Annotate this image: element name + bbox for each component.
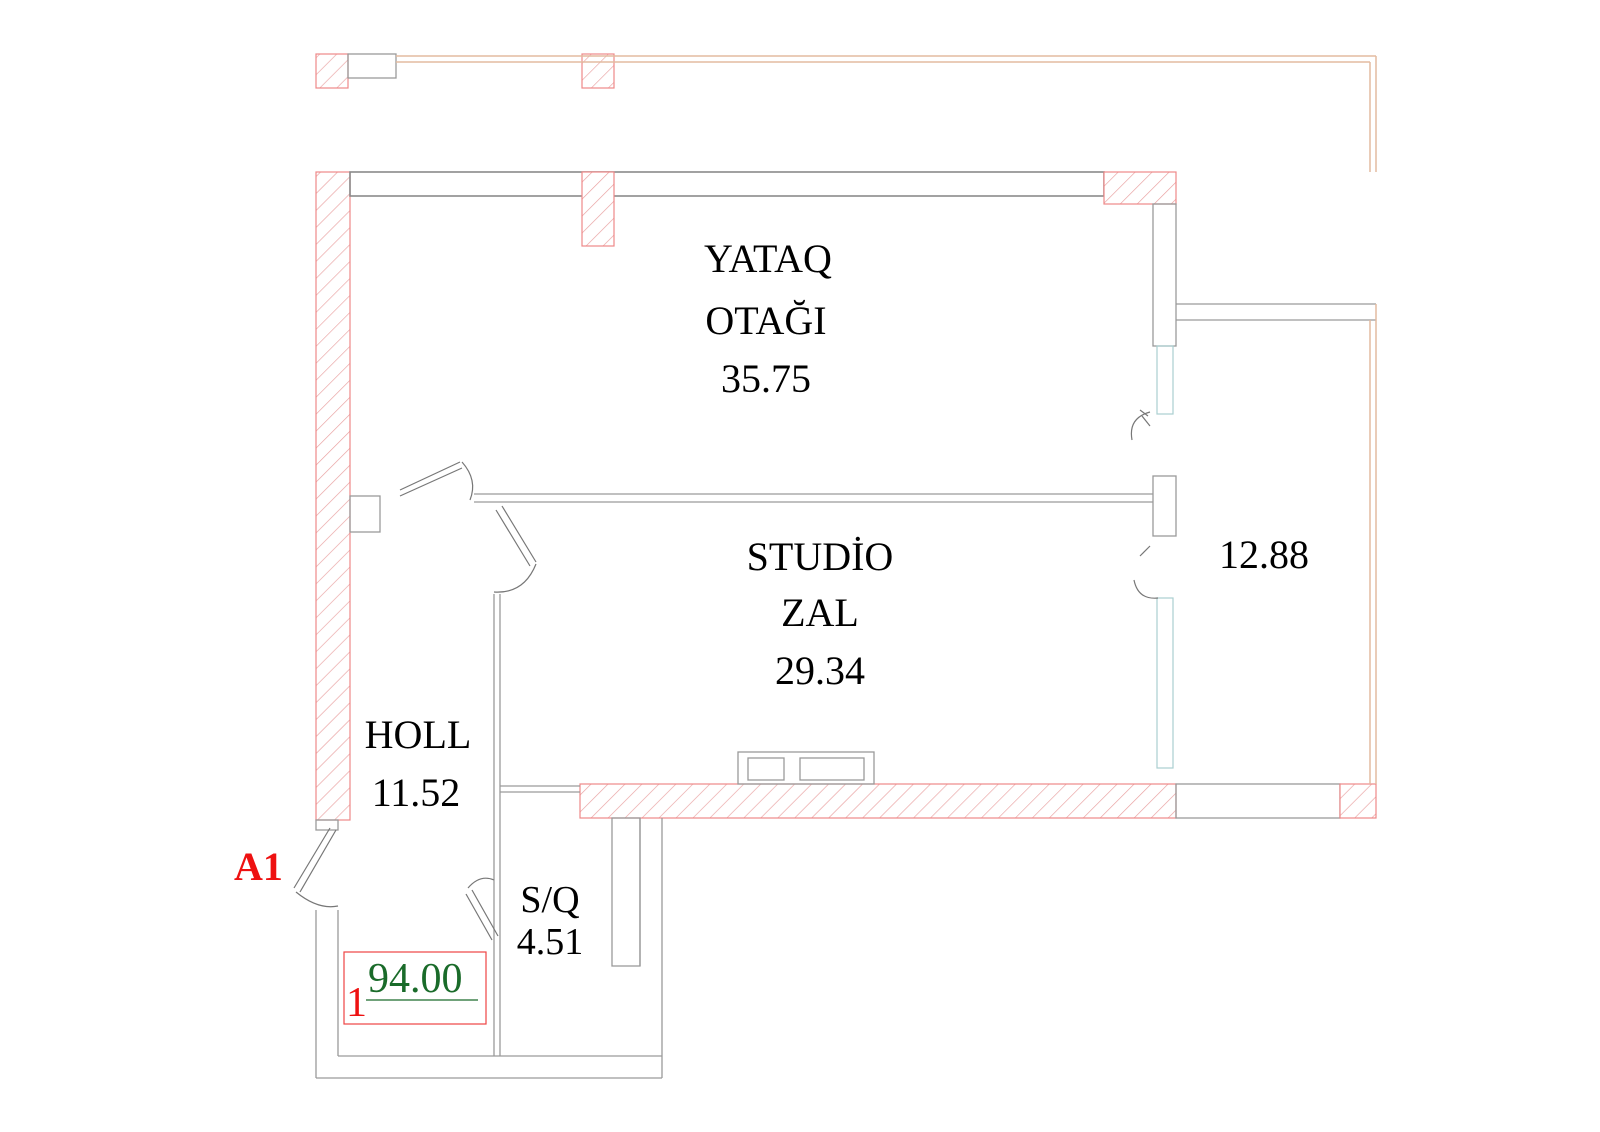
total-area-value: 94.00 <box>368 956 463 1002</box>
room-label-hall: HOLL 11.52 <box>365 712 472 815</box>
svg-text:HOLL: HOLL <box>365 712 472 757</box>
svg-text:S/Q: S/Q <box>520 879 579 921</box>
total-area-box: 1 94.00 <box>343 951 487 1026</box>
svg-text:35.75: 35.75 <box>721 356 811 401</box>
svg-text:ZAL: ZAL <box>781 590 859 635</box>
interior-walls <box>315 493 1153 1079</box>
svg-text:STUDİO: STUDİO <box>747 534 894 579</box>
svg-text:OTAĞI: OTAĞI <box>705 298 826 343</box>
svg-text:29.34: 29.34 <box>775 648 865 693</box>
svg-text:11.52: 11.52 <box>372 770 461 815</box>
top-balcony-rail <box>315 53 1377 172</box>
exterior-walls <box>315 171 1377 821</box>
floor-number: 1 <box>346 980 367 1026</box>
room-label-bedroom: YATAQ OTAĞI 35.75 <box>704 236 832 401</box>
svg-text:12.88: 12.88 <box>1219 532 1309 577</box>
room-label-bathroom: S/Q 4.51 <box>517 879 584 963</box>
right-balcony <box>1176 303 1377 784</box>
svg-text:4.51: 4.51 <box>517 921 584 963</box>
unit-code-label: A1 <box>234 844 283 889</box>
svg-text:YATAQ: YATAQ <box>704 236 832 281</box>
room-label-balcony: 12.88 <box>1219 532 1309 577</box>
doors <box>293 409 1159 941</box>
room-label-studio: STUDİO ZAL 29.34 <box>747 534 894 693</box>
